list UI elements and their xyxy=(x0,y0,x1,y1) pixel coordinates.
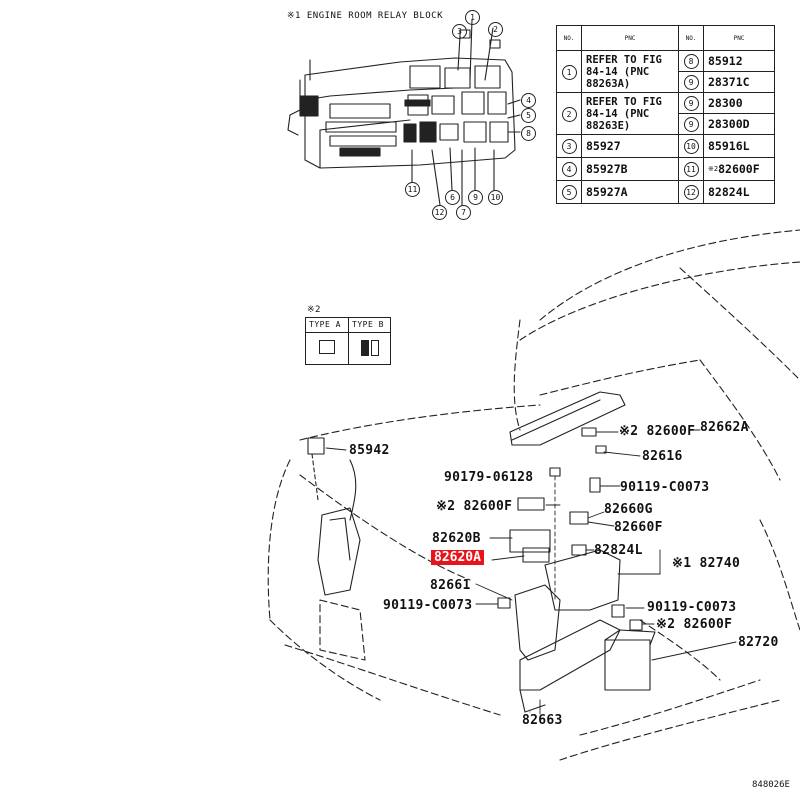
label-90179-06128: 90179-06128 xyxy=(444,470,534,485)
callout-11: 11 xyxy=(405,182,420,197)
type-a-label: TYPE A xyxy=(309,320,341,329)
row-pnc: 85927 xyxy=(581,134,679,158)
row-pnc-2: 28371C xyxy=(703,71,775,93)
type-b-label: TYPE B xyxy=(352,320,384,329)
row-no: 4 xyxy=(561,162,577,177)
row-pnc: REFER TO FIG 84-14 (PNC 88263A) xyxy=(581,50,679,93)
col-no-2: NO. xyxy=(678,25,704,51)
leader-lines xyxy=(325,429,737,715)
col-no: NO. xyxy=(556,25,582,51)
fuse-type-b-icon-2 xyxy=(371,340,379,356)
label-82824L: 82824L xyxy=(594,543,643,558)
row-pnc-2-value: 82600F xyxy=(718,162,760,176)
label-82620B: 82620B xyxy=(432,531,481,546)
row-pnc: REFER TO FIG 84-14 (PNC 88263E) xyxy=(581,92,679,135)
label-82662A: 82662A xyxy=(700,420,749,435)
label-90119-C0073-top: 90119-C0073 xyxy=(620,480,710,495)
callout-5: 5 xyxy=(521,108,536,123)
label-82720: 82720 xyxy=(738,635,779,650)
fuse-type-b-icon xyxy=(361,340,369,356)
label-82600F-low: ※2 82600F xyxy=(656,617,733,632)
row-pnc-2: 82824L xyxy=(703,180,775,204)
callout-7: 7 xyxy=(456,205,471,220)
label-85942: 85942 xyxy=(349,443,390,458)
pnc-table: NO. PNC NO. PNC 1 REFER TO FIG 84-14 (PN… xyxy=(556,25,775,204)
callout-3: 3 xyxy=(452,24,467,39)
row-no: 3 xyxy=(561,139,577,154)
row-pnc-2: 85912 xyxy=(703,50,775,72)
label-82616: 82616 xyxy=(642,449,683,464)
type-legend-box: TYPE A TYPE B xyxy=(305,317,391,365)
label-82600F-mid: ※2 82600F xyxy=(436,499,513,514)
col-pnc: PNC xyxy=(581,25,679,51)
type-legend-mark: ※2 xyxy=(307,305,321,315)
label-90119-C0073-mid: 90119-C0073 xyxy=(383,598,473,613)
figure-code: 848026E xyxy=(752,780,790,790)
row-no: 2 xyxy=(561,106,577,122)
fuse-type-a-icon xyxy=(319,340,335,354)
label-82660G: 82660G xyxy=(604,502,653,517)
row-pnc-2: ※282600F xyxy=(703,157,775,181)
col-pnc-2: PNC xyxy=(703,25,775,51)
row-no-2: 12 xyxy=(683,185,699,200)
label-82620A-highlighted: 82620A xyxy=(431,550,484,565)
relay-block-drawing xyxy=(287,19,521,206)
row-pnc-2: 85916L xyxy=(703,134,775,158)
components xyxy=(307,391,656,713)
callout-6: 6 xyxy=(445,190,460,205)
callout-9: 9 xyxy=(468,190,483,205)
label-82661: 82661 xyxy=(430,578,471,593)
pnc-table-header: NO. PNC NO. PNC xyxy=(556,25,775,51)
row-no: 5 xyxy=(561,185,577,200)
row-no-2: 9 xyxy=(683,117,699,132)
callout-4: 4 xyxy=(521,93,536,108)
row-no: 1 xyxy=(561,64,577,80)
row-pnc: 85927A xyxy=(581,180,679,204)
row-no-2: 9 xyxy=(683,75,699,90)
callout-10: 10 xyxy=(488,190,503,205)
label-82660F: 82660F xyxy=(614,520,663,535)
row-no-2: 10 xyxy=(683,139,699,154)
table-row: 1 REFER TO FIG 84-14 (PNC 88263A) 8 8591… xyxy=(556,50,775,93)
table-row: 2 REFER TO FIG 84-14 (PNC 88263E) 9 2830… xyxy=(556,92,775,135)
callout-12: 12 xyxy=(432,205,447,220)
row-pnc-2: 28300 xyxy=(703,92,775,114)
table-row: 5 85927A 12 82824L xyxy=(556,180,775,204)
vehicle-outline xyxy=(267,229,800,761)
callout-2: 2 xyxy=(488,22,503,37)
row-mark: ※2 xyxy=(708,165,719,173)
row-pnc-2: 28300D xyxy=(703,113,775,135)
row-pnc: 85927B xyxy=(581,157,679,181)
label-82600F-top: ※2 82600F xyxy=(619,424,696,439)
relay-block-title: ※1 ENGINE ROOM RELAY BLOCK xyxy=(287,11,444,21)
callout-8: 8 xyxy=(521,126,536,141)
row-no-2: 8 xyxy=(683,54,699,69)
label-82663: 82663 xyxy=(522,713,563,728)
table-row: 3 85927 10 85916L xyxy=(556,134,775,158)
table-row: 4 85927B 11 ※282600F xyxy=(556,157,775,181)
callout-1: 1 xyxy=(465,10,480,25)
row-no-2: 9 xyxy=(683,96,699,111)
row-no-2: 11 xyxy=(683,162,699,177)
label-90119-C0073-right: 90119-C0073 xyxy=(647,600,737,615)
label-82740: ※1 82740 xyxy=(672,556,741,571)
